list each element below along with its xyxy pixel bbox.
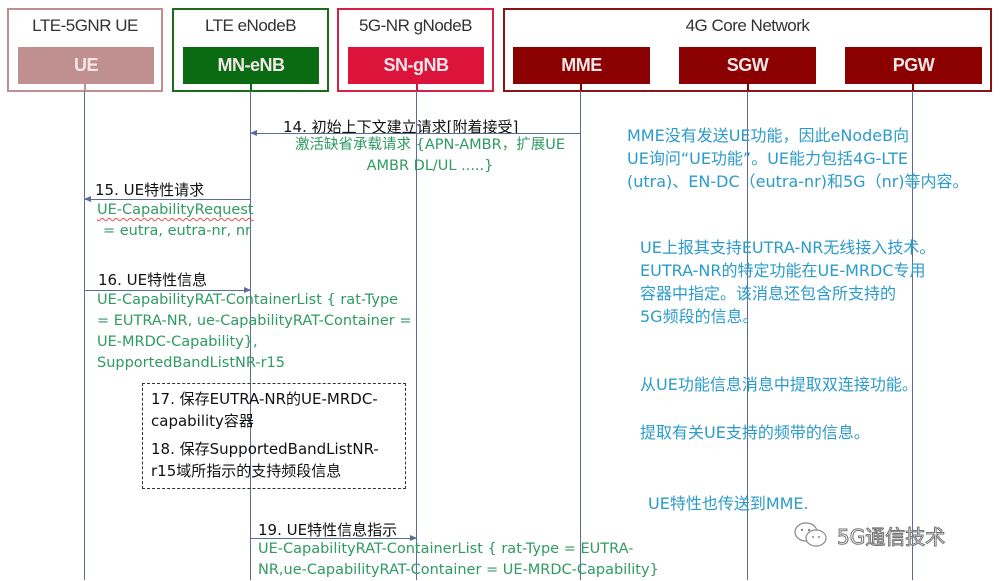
- note-extract-band-info: 提取有关UE支持的频带的信息。: [640, 423, 870, 442]
- note-extract-dual-connectivity: 从UE功能信息消息中提取双连接功能。: [640, 375, 918, 394]
- message-16-arrow: [84, 287, 251, 293]
- message-14-detail: 激活缺省承载请求 {APN-AMBR，扩展UE AMBR DL/UL .....…: [295, 137, 565, 174]
- arrowhead-right-icon: [244, 287, 251, 293]
- step-17: 17. 保存EUTRA-NR的UE-MRDC- capability容器: [151, 390, 378, 430]
- lifeline-pgw: [912, 79, 914, 580]
- lifeline-mme: [580, 79, 582, 580]
- message-16-detail: UE-CapabilityRAT-ContainerList { rat-Typ…: [97, 292, 412, 371]
- group-lte-enodeb: LTE eNodeB MN-eNB: [172, 8, 329, 92]
- node-pgw: PGW: [845, 47, 982, 84]
- group-title: LTE-5GNR UE: [32, 16, 138, 35]
- arrowhead-right-icon: [410, 535, 417, 541]
- node-sn-gnb: SN-gNB: [348, 47, 484, 84]
- note-forward-to-mme: UE特性也传送到MME.: [648, 494, 809, 513]
- message-15-arrow: [84, 196, 250, 202]
- message-19-detail: UE-CapabilityRAT-ContainerList { rat-Typ…: [258, 541, 659, 578]
- arrowhead-left-icon: [84, 196, 91, 202]
- message-14-arrow: [250, 130, 580, 136]
- message-19-arrow: [250, 535, 417, 541]
- group-title: LTE eNodeB: [204, 16, 297, 35]
- arrowhead-left-icon: [250, 130, 257, 136]
- note-ue-capability-query: MME没有发送UE功能，因此eNodeB向 UE询问“UE功能”。UE能力包括4…: [627, 126, 969, 191]
- group-title: 5G-NR gNodeB: [358, 16, 473, 35]
- node-mn-enb: MN-eNB: [183, 47, 319, 84]
- note-eutra-nr-report: UE上报其支持EUTRA-NR无线接入技术。 EUTRA-NR的特定功能在UE-…: [640, 238, 936, 326]
- group-5g-nr-gnodeb: 5G-NR gNodeB SN-gNB: [337, 8, 494, 92]
- wechat-icon: [793, 521, 829, 549]
- watermark-text: 5G通信技术: [836, 524, 946, 549]
- lifeline-mn-enb: [250, 79, 252, 580]
- step-18: 18. 保存SupportedBandListNR- r15域所指示的支持频段信…: [151, 440, 379, 480]
- node-ue: UE: [18, 47, 154, 84]
- node-sgw: SGW: [679, 47, 816, 84]
- lifeline-ue: [84, 79, 86, 580]
- message-15-label: 15. UE特性请求: [95, 181, 205, 199]
- group-4g-core-network: 4G Core Network MME SGW PGW: [503, 8, 992, 92]
- group-lte-5gnr-ue: LTE-5GNR UE UE: [7, 8, 163, 92]
- message-19-label: 19. UE特性信息指示: [258, 521, 398, 539]
- lifeline-sn-gnb: [416, 79, 418, 580]
- lifeline-sgw: [747, 79, 749, 580]
- watermark: 5G通信技术: [793, 520, 946, 550]
- message-15-detail: UE-CapabilityRequest = eutra, eutra-nr, …: [97, 202, 254, 239]
- group-title: 4G Core Network: [685, 16, 810, 35]
- message-16-label: 16. UE特性信息: [98, 271, 208, 289]
- local-steps-box: 17. 保存EUTRA-NR的UE-MRDC- capability容器 18.…: [142, 383, 406, 489]
- message-14-label: 14. 初始上下文建立请求[附着接受]: [283, 118, 519, 136]
- node-mme: MME: [513, 47, 650, 84]
